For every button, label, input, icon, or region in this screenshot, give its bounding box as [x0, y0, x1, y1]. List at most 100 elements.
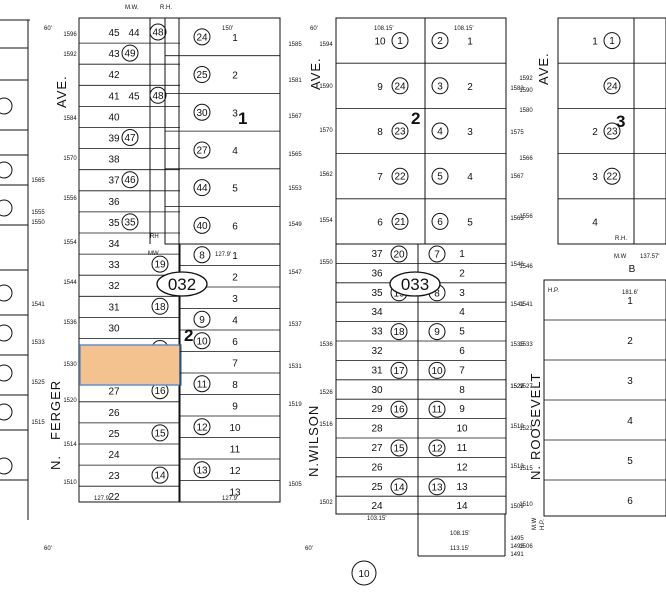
lot-number: 32 [371, 346, 383, 357]
lot-number: 34 [371, 307, 383, 318]
address-number: 1592 [519, 76, 533, 82]
address-number: 1531 [288, 364, 302, 370]
address-number: 1563 [510, 216, 524, 222]
lot-number: 9 [377, 82, 383, 93]
parcel-circle-circle [193, 332, 211, 350]
lot-number: 14 [456, 501, 468, 512]
lot-number: 4 [459, 307, 465, 318]
lot-number: 1 [232, 251, 238, 262]
dimension-3: 127.9' [215, 252, 231, 258]
address-number: 1541 [519, 302, 533, 308]
address-number: 1565 [288, 152, 302, 158]
bottom-circle-label: 10 [358, 569, 370, 580]
book-page-oval-033[interactable] [389, 271, 441, 297]
lot-number: 4 [627, 416, 633, 427]
address-number: 1493 [510, 544, 524, 550]
address-number: 1556 [519, 214, 533, 220]
parcel-circle: 24 [196, 32, 208, 43]
parcel-circle: 2 [437, 36, 443, 47]
parcel-circle: 35 [124, 217, 136, 228]
address-number: 1575 [510, 130, 524, 136]
lot-number: 8 [459, 385, 465, 396]
address-number: 1527 [519, 384, 533, 390]
left-edge-block [0, 19, 30, 520]
parcel-circle: 12 [196, 422, 208, 433]
parcel-circle-circle [390, 323, 408, 341]
parcel-circle: 24 [606, 81, 618, 92]
lot-number: 40 [108, 112, 120, 123]
parcel-circle: 17 [393, 366, 405, 377]
address-number: 1513 [510, 464, 524, 470]
book-page-oval-032[interactable] [156, 271, 208, 297]
street-n-ferger: N. FERGER AVE. [48, 75, 69, 470]
address-number: 1566 [519, 156, 533, 162]
lot-number: 33 [371, 327, 383, 338]
width-label-3: 60' [44, 26, 52, 32]
parcel-circle-circle [603, 122, 621, 140]
lot-number: 6 [627, 496, 633, 507]
lot-number: 3 [467, 127, 473, 138]
address-number: 1510 [519, 502, 533, 508]
lot-number: 11 [457, 443, 468, 454]
parcel-circle-circle [121, 171, 139, 189]
address-number: 1495 [510, 536, 524, 542]
address-number: 1544 [63, 280, 77, 286]
highlighted-parcel[interactable] [79, 344, 182, 386]
parcel-circle: 18 [154, 302, 166, 313]
address-number: 1556 [63, 196, 77, 202]
lot-sub-number: 44 [128, 28, 140, 39]
address-number: 1590 [519, 88, 533, 94]
ferger-right-block [164, 17, 281, 503]
parcel-circle-circle [390, 439, 408, 457]
lot-number: 28 [371, 424, 383, 435]
parcel-circle-circle [121, 129, 139, 146]
parcel-circle-circle [391, 122, 409, 140]
parcel-circle-circle [193, 461, 211, 479]
street-label-wilson: WILSON [306, 405, 321, 462]
address-number: 1519 [510, 424, 524, 430]
parcel-circle: 11 [197, 379, 208, 390]
lot-number: 2 [232, 272, 238, 283]
parcel-circle-circle [428, 439, 446, 457]
parcel-circle: 12 [431, 444, 443, 455]
parcel-circle: 8 [434, 288, 440, 299]
street-label-roosevelt: ROOSEVELT [528, 372, 543, 460]
parcel-circle: 23 [394, 127, 406, 138]
parcel-circle: 10 [431, 366, 443, 377]
annotation-mw-bottom: M.W [532, 517, 538, 530]
parcel-circle: 4 [437, 127, 443, 138]
address-number: 1567 [510, 174, 524, 180]
parcel-circle: 6 [437, 217, 443, 228]
parcel-circle-circle [193, 418, 211, 436]
dimension-11: 137.57' [640, 254, 660, 260]
lot-number: 38 [108, 155, 120, 166]
lot-number: 25 [108, 429, 120, 440]
width-label-1: 60' [44, 546, 52, 552]
lot-number: 37 [108, 176, 120, 187]
address-number: 1526 [319, 390, 333, 396]
lot-number: 2 [467, 82, 473, 93]
address-number: 1536 [63, 320, 77, 326]
parcel-circle-circle [193, 179, 211, 197]
address-number: 1520 [63, 398, 77, 404]
lot-number: 1 [232, 33, 238, 44]
dimension-7: 108.15' [450, 531, 470, 537]
address-number: 1515 [31, 420, 45, 426]
lot-number: 41 [108, 91, 120, 102]
parcel-circle: 22 [606, 172, 618, 183]
lot-number: 37 [371, 249, 383, 260]
lot-sub-number: 45 [128, 91, 140, 102]
address-number: 1550 [31, 220, 45, 226]
parcel-circle: 5 [437, 172, 443, 183]
address-number: 1529 [510, 384, 524, 390]
parcel-circle: 14 [154, 471, 166, 482]
parcel-circle-circle [193, 216, 211, 234]
lot-number: 12 [456, 462, 468, 473]
parcel-circle-circle [149, 86, 167, 104]
parcel-circle: 48 [152, 28, 164, 39]
lot-number: 27 [108, 387, 120, 398]
lot-number: 4 [592, 217, 598, 228]
address-number: 1550 [319, 260, 333, 266]
